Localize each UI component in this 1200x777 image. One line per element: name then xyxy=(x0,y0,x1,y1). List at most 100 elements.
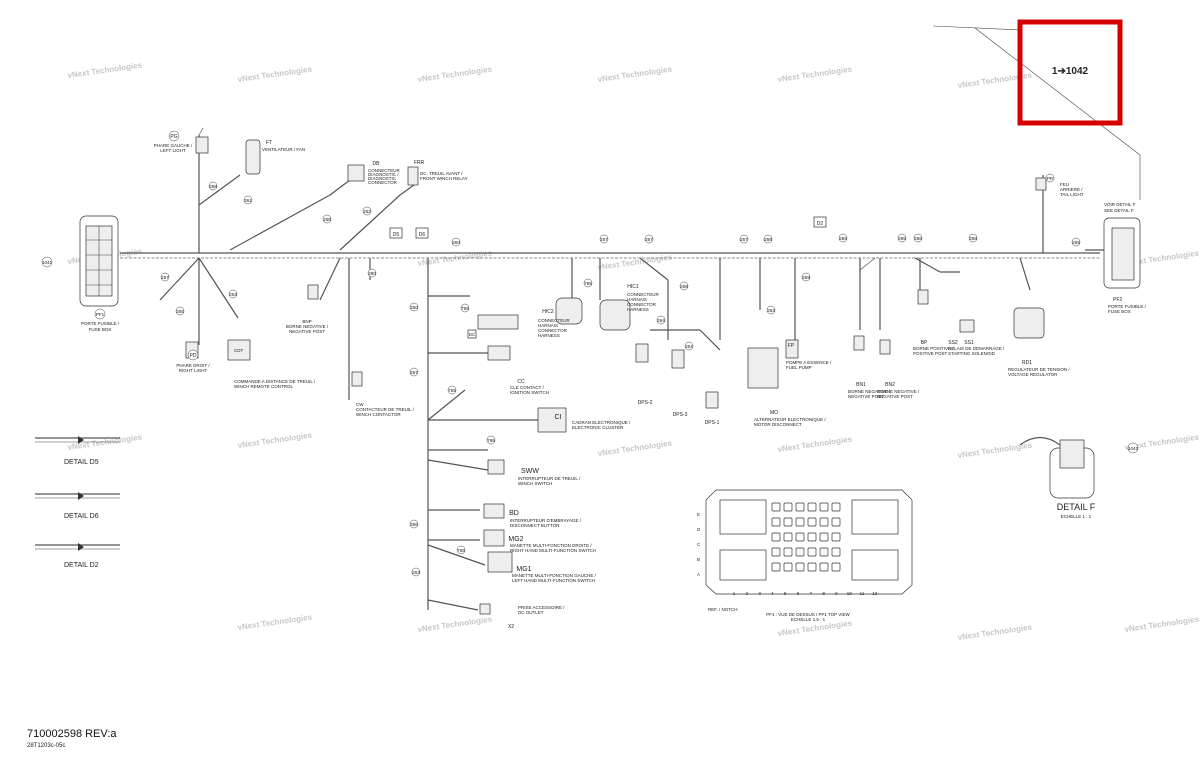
watermark: vNext Technologies xyxy=(597,253,673,272)
branch-wire xyxy=(914,257,941,273)
connector-desc: FUSE BOX xyxy=(1108,309,1131,314)
connector-code: X2 xyxy=(508,624,514,630)
connector-desc: BORNE POSITIVE / xyxy=(913,346,954,351)
connector-desc: COMMANDE A DISTANCE DE TREUIL / xyxy=(234,379,316,384)
wire-label: 265 xyxy=(898,236,906,241)
fuse-col-label: 6 xyxy=(797,591,800,596)
connector-ss2: SS2 xyxy=(948,340,958,346)
connector-desc: STARTING SOLENOID xyxy=(948,351,996,356)
connector-desc: HARNESS xyxy=(538,333,560,338)
connector-pg: PG PHARE GAUCHE / LEFT LIGHT xyxy=(154,130,209,154)
branch-wire xyxy=(198,257,239,319)
connector-code: PD xyxy=(190,353,197,359)
connector-desc: DIAGNOSTIC / xyxy=(368,172,399,177)
detail-title: DETAIL F xyxy=(1057,502,1096,512)
connector-sww: SWW INTERRUPTEUR DE TREUIL / WINCH SWITC… xyxy=(487,459,581,486)
detail-title: DETAIL D6 xyxy=(64,513,99,520)
connector-dps2: DPS-2 xyxy=(635,343,653,406)
connector-code: MO xyxy=(770,410,778,416)
fuse-cell xyxy=(819,547,829,557)
fuse-row-label: E xyxy=(697,512,700,517)
detail-title: DETAIL D5 xyxy=(64,459,99,466)
fuse-row-label: B xyxy=(697,557,700,562)
connector-code: BD xyxy=(509,510,519,517)
connector-desc: DC OUTLET xyxy=(518,610,544,615)
wire-label: 263 xyxy=(767,308,775,313)
wire-label: 260 xyxy=(410,305,418,310)
fuse-cell xyxy=(783,517,793,527)
wire-label: 765 xyxy=(461,306,469,311)
connector-desc: ARRIERE / xyxy=(1060,187,1083,192)
connector-desc: PORTE FUSIBLE / xyxy=(81,321,120,326)
connector-desc: HARNAIS xyxy=(538,323,558,328)
connector-desc: ELECTRONIC CLUSTER xyxy=(572,425,624,430)
wire-label: 257 xyxy=(600,237,608,242)
connector-desc: FRONT WINCH RELAY xyxy=(420,176,468,181)
connector-desc: TAIL LIGHT xyxy=(1060,192,1084,197)
connector-desc: CADRAN ELECTRONIQUE / xyxy=(572,420,631,425)
connector-cw: CW CONTACTEUR DE TREUIL / WINCH CONTACTO… xyxy=(351,371,415,417)
branch-wire xyxy=(399,184,415,196)
connector-pd: PD PHARE DROIT / RIGHT LIGHT xyxy=(176,341,210,373)
watermark: vNext Technologies xyxy=(777,435,853,454)
connector-desc: WINCH REMOTE CONTROL xyxy=(234,384,293,389)
detail-f: DETAIL F ECHELLE 1 : 1 xyxy=(1019,436,1096,519)
splice-code: D5 xyxy=(393,232,400,238)
connector-code: FT xyxy=(266,140,272,146)
fuse-cell xyxy=(831,547,841,557)
connector-desc: PORTE FUSIBLE / xyxy=(1108,304,1147,309)
wire-label: 253 xyxy=(412,570,420,575)
connector-code: DPS-1 xyxy=(705,420,720,426)
fuse-cell xyxy=(831,562,841,572)
fuse-cell xyxy=(807,502,817,512)
wire-label: 765 xyxy=(457,548,465,553)
connector-code: CW xyxy=(356,402,364,407)
connector-desc: PRISE ACCESSOIRE / xyxy=(518,605,565,610)
branch-wire xyxy=(427,544,486,566)
connector-code: BN1 xyxy=(856,382,866,388)
fuse-cell xyxy=(795,547,805,557)
wire-markers: 268 261 257 258 252 260 257 257 257 258 … xyxy=(41,181,1139,577)
connector-desc: MANETTE MULTI-FONCTION GAUCHE / xyxy=(512,573,597,578)
fuse-cell xyxy=(807,547,817,557)
fuse-cell xyxy=(819,532,829,542)
connector-desc: CONNECTOR xyxy=(627,302,657,307)
connector-desc: FUEL PUMP xyxy=(786,365,812,370)
fuse-col-label: 8 xyxy=(822,591,825,596)
wire-label: 765 xyxy=(448,388,456,393)
watermark: vNext Technologies xyxy=(597,439,673,458)
connector-desc: DC. TREUIL AVANT / xyxy=(420,171,463,176)
connector-desc: CONTACTEUR DE TREUIL / xyxy=(356,407,415,412)
fuse-cell xyxy=(771,562,781,572)
connector-bd: BD INTERRUPTEUR D'EMBRAYAGE / DISCONNECT… xyxy=(483,503,582,528)
wire-label: 268 xyxy=(209,184,217,189)
connector-desc: FUSE BOX xyxy=(89,327,112,332)
branch-wire xyxy=(1019,257,1031,291)
watermark: vNext Technologies xyxy=(237,613,313,632)
connector-desc: WINCH CONTACTOR xyxy=(356,412,401,417)
connector-mg1: MG1 MANETTE MULTI-FONCTION GAUCHE / LEFT… xyxy=(487,551,597,583)
wire-label: 256 xyxy=(839,236,847,241)
watermark: vNext Technologies xyxy=(417,65,493,84)
connector-pf2: VOIR DETAIL F SEE DETAIL F PF2 PORTE FUS… xyxy=(1103,202,1147,314)
branch-wire xyxy=(329,179,351,196)
connector-dps1: DPS-1 xyxy=(705,391,720,426)
watermark: vNext Technologies xyxy=(777,65,853,84)
fuse-cell xyxy=(819,502,829,512)
connector-bn2: BN2 BORNE NEGATIVE / NEGATIVE POST xyxy=(877,339,920,399)
fuse-cell xyxy=(783,547,793,557)
connector-bp: BP BORNE POSITIVE / POSITIVE POST xyxy=(913,289,954,356)
fuse-col-label: 2 xyxy=(746,591,749,596)
fuse-cell xyxy=(795,502,805,512)
watermark: vNext Technologies xyxy=(1124,615,1200,634)
connector-desc: RIGHT HAND MULTI-FUNCTION SWITCH xyxy=(510,548,596,553)
connector-desc: RELAIS DE DEMARRAGE / xyxy=(948,346,1005,351)
callout-leader-line xyxy=(974,27,1141,156)
fuse-cell xyxy=(795,517,805,527)
wire-label: 280 xyxy=(368,271,376,276)
connector-desc: CONNECTOR xyxy=(368,180,398,185)
fuse-cell xyxy=(831,517,841,527)
wire-label: 765 xyxy=(487,438,495,443)
